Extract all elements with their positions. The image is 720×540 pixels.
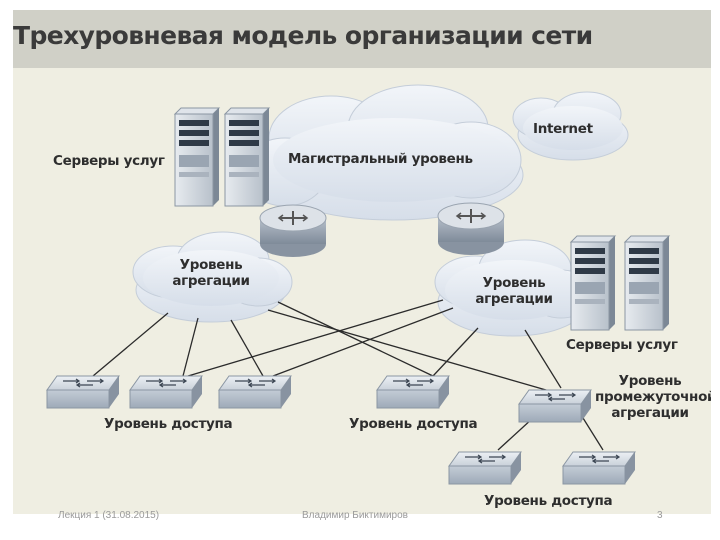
router-right bbox=[437, 202, 505, 255]
label-aggregation-right-line2: агрегации bbox=[475, 291, 553, 307]
connection-lines bbox=[92, 299, 604, 451]
label-aggregation-right-line1: Уровень bbox=[482, 275, 546, 291]
slide-title: Трехуровневая модель организации сети bbox=[13, 21, 593, 50]
label-intermediate-aggregation: Уровень промежуточной агрегации bbox=[595, 373, 711, 421]
switch-access-4 bbox=[376, 375, 450, 409]
switch-access-6 bbox=[562, 451, 636, 485]
label-aggregation-left-line2: агрегации bbox=[172, 273, 250, 289]
switch-access-1 bbox=[46, 375, 120, 409]
label-core: Магистральный уровень bbox=[288, 151, 473, 167]
server-rack-right-1 bbox=[569, 235, 617, 331]
label-intermediate-line2: промежуточной bbox=[595, 389, 711, 405]
switch-intermediate bbox=[518, 389, 592, 423]
footer-lecture: Лекция 1 (31.08.2015) bbox=[58, 510, 160, 521]
network-diagram bbox=[46, 84, 671, 485]
server-rack-right-2 bbox=[623, 235, 671, 331]
switch-access-5 bbox=[448, 451, 522, 485]
label-intermediate-line3: агрегации bbox=[611, 405, 689, 421]
router-left bbox=[259, 204, 327, 257]
label-intermediate-line1: Уровень bbox=[618, 373, 682, 389]
internet-cloud bbox=[512, 91, 629, 161]
core-cloud bbox=[242, 84, 524, 221]
label-internet: Internet bbox=[533, 121, 593, 137]
footer-page-number: 3 bbox=[657, 510, 663, 521]
label-servers-left: Серверы услуг bbox=[53, 153, 165, 169]
label-access-center: Уровень доступа bbox=[349, 416, 478, 432]
label-aggregation-left: Уровень агрегации bbox=[165, 257, 257, 289]
switch-access-3 bbox=[218, 375, 292, 409]
slide: Трехуровневая модель организации сети bbox=[13, 10, 711, 514]
label-access-left: Уровень доступа bbox=[104, 416, 233, 432]
footer-author: Владимир Биктимиров bbox=[302, 510, 408, 521]
label-aggregation-right: Уровень агрегации bbox=[468, 275, 560, 307]
label-servers-right: Серверы услуг bbox=[566, 337, 678, 353]
server-rack-left-1 bbox=[173, 107, 221, 207]
label-aggregation-left-line1: Уровень bbox=[179, 257, 243, 273]
aggregation-cloud-right bbox=[434, 239, 594, 337]
title-band: Трехуровневая модель организации сети bbox=[13, 10, 711, 68]
switch-access-2 bbox=[129, 375, 203, 409]
aggregation-cloud-left bbox=[132, 231, 293, 323]
label-access-bottom: Уровень доступа bbox=[484, 493, 613, 509]
server-rack-left-2 bbox=[223, 107, 271, 207]
